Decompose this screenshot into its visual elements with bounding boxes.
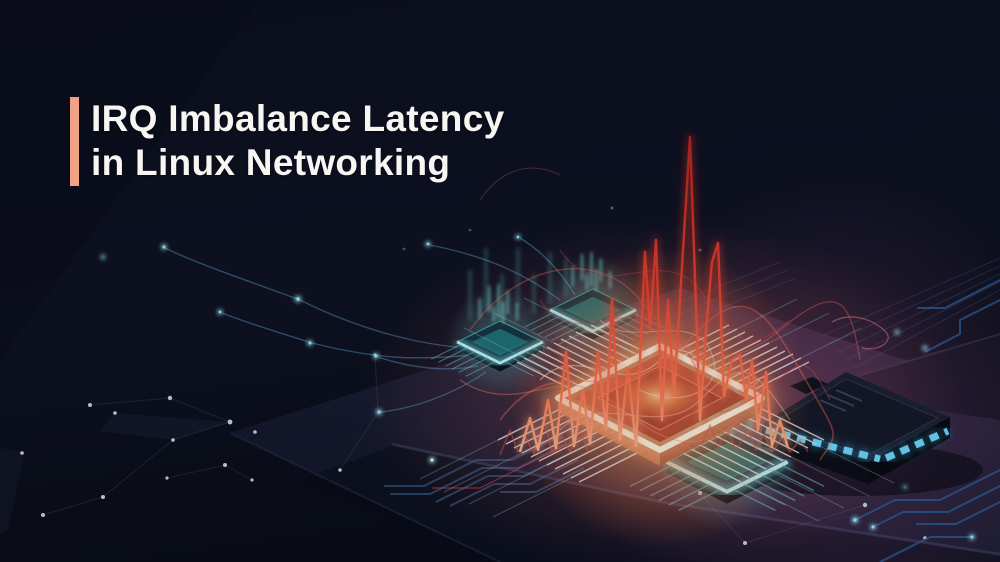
title-line-1: IRQ Imbalance Latency [91, 98, 505, 139]
latency-spike-waveform [499, 134, 809, 456]
coprocessor-spark-bars [469, 248, 567, 320]
page-title: IRQ Imbalance Latency in Linux Networkin… [91, 97, 504, 186]
title-line-2: in Linux Networking [91, 142, 451, 183]
title-block: IRQ Imbalance Latency in Linux Networkin… [70, 97, 504, 186]
title-accent-bar [70, 97, 79, 186]
